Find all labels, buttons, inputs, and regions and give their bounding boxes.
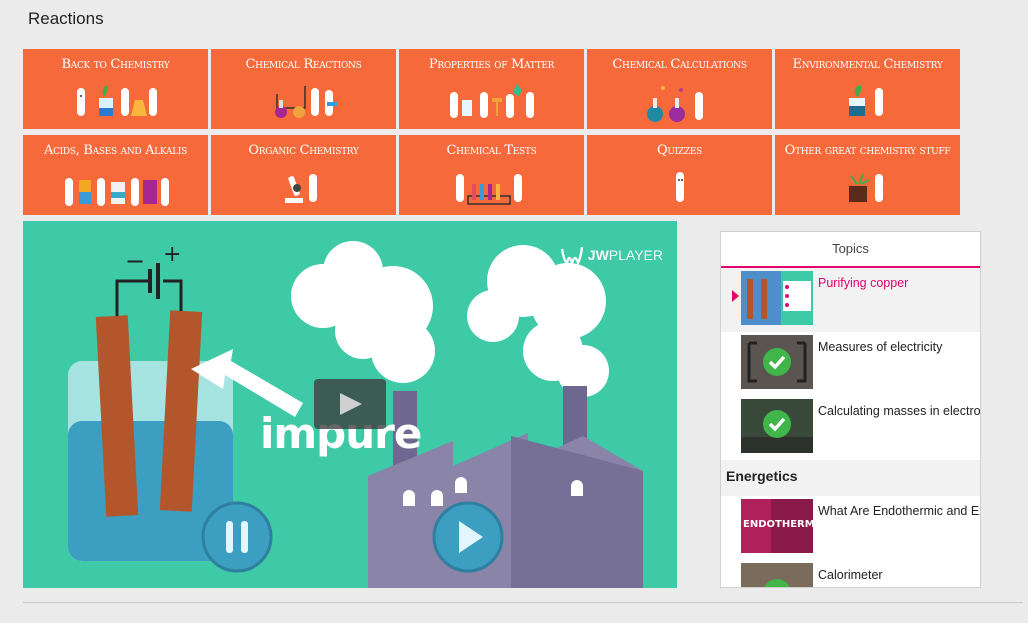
apparatus-icon — [274, 86, 337, 118]
tile-other-chemistry-stuff[interactable]: Other great chemistry stuff — [775, 135, 960, 215]
scientist-icon — [675, 172, 684, 202]
tile-label: Properties of Matter — [428, 57, 555, 72]
video-player[interactable]: − + impure JWPLAYER — [23, 221, 677, 588]
playlist-item-title: Purifying copper — [818, 276, 909, 290]
jwplayer-logo[interactable]: JWPLAYER — [560, 243, 663, 267]
playlist-item-title: Measures of electricity — [818, 340, 943, 354]
page-title: Reactions — [28, 9, 104, 28]
jwplayer-mark-icon — [560, 246, 583, 267]
thumbnail-check-icon — [741, 335, 813, 389]
jwplayer-brand-a: JW — [587, 247, 609, 263]
playlist-panel[interactable]: Topics Purifying copper Measures of elec… — [720, 231, 981, 588]
svg-text:−: − — [125, 247, 145, 275]
tile-environmental-chemistry[interactable]: Environmental Chemistry — [775, 49, 960, 129]
play-button[interactable] — [314, 379, 386, 429]
tile-label: Quizzes — [657, 143, 702, 158]
tile-label: Other great chemistry stuff — [784, 143, 951, 158]
tile-acids-bases-alkalis[interactable]: Acids, Bases and Alkalis — [23, 135, 208, 215]
tile-properties-of-matter[interactable]: Properties of Matter — [399, 49, 584, 129]
play-icon — [340, 393, 362, 415]
box-icon — [848, 173, 883, 202]
thumbnail-check-icon — [741, 563, 813, 587]
tile-chemical-tests[interactable]: Chemical Tests — [399, 135, 584, 215]
bottles-icon — [64, 178, 169, 206]
thumbnail-text: ENDOTHERM & EXOTHERM — [743, 519, 813, 530]
playlist-item-measures-of-electricity[interactable]: Measures of electricity — [721, 332, 980, 396]
tile-label: Acids, Bases and Alkalis — [43, 143, 187, 158]
tile-quizzes[interactable]: Quizzes — [587, 135, 772, 215]
tile-label: Environmental Chemistry — [792, 57, 943, 72]
playlist-item-purifying-copper[interactable]: Purifying copper — [721, 268, 980, 332]
tile-label: Chemical Calculations — [612, 57, 747, 72]
beakers-icon — [449, 84, 534, 118]
playlist-item-calculating-masses[interactable]: Calculating masses in electrolysis — [721, 396, 980, 460]
tile-back-to-chemistry[interactable]: Back to Chemistry — [23, 49, 208, 129]
tile-label: Chemical Tests — [446, 143, 537, 158]
thumbnail-check-icon — [741, 399, 813, 453]
scientists-icon — [76, 85, 157, 116]
flasks-icon — [646, 86, 703, 122]
thumbnail-endothermic-icon: ENDOTHERM & EXOTHERM — [741, 499, 813, 553]
playlist-section-heading: Energetics — [721, 460, 980, 496]
playlist-item-title: What Are Endothermic and Exothermic Reac… — [818, 504, 980, 518]
playlist-item-endothermic-exothermic[interactable]: ENDOTHERM & EXOTHERM What Are Endothermi… — [721, 496, 980, 560]
thumbnail-electrolysis-icon — [741, 271, 813, 325]
jwplayer-brand-b: PLAYER — [608, 247, 663, 263]
tile-label: Back to Chemistry — [61, 57, 170, 72]
tile-chemical-reactions[interactable]: Chemical Reactions — [211, 49, 396, 129]
tile-organic-chemistry[interactable]: Organic Chemistry — [211, 135, 396, 215]
playlist-tab-topics[interactable]: Topics — [721, 232, 980, 268]
playlist-item-title: Calculating masses in electrolysis — [818, 404, 981, 418]
tile-chemical-calculations[interactable]: Chemical Calculations — [587, 49, 772, 129]
tile-label: Organic Chemistry — [248, 143, 359, 158]
svg-text:+: + — [163, 242, 181, 267]
microscope-icon — [284, 174, 317, 203]
playlist-item-title: Calorimeter — [818, 568, 883, 582]
plant-icon — [848, 85, 883, 116]
topic-tiles: Back to Chemistry Chemical Reactions Pro… — [23, 49, 963, 215]
tile-label: Chemical Reactions — [245, 57, 362, 72]
active-indicator-icon — [732, 290, 739, 302]
test-tubes-icon — [455, 174, 522, 205]
playlist-item-calorimeter[interactable]: Calorimeter — [721, 560, 980, 587]
bottom-divider — [23, 602, 1023, 603]
video-frame: − + — [68, 241, 643, 588]
